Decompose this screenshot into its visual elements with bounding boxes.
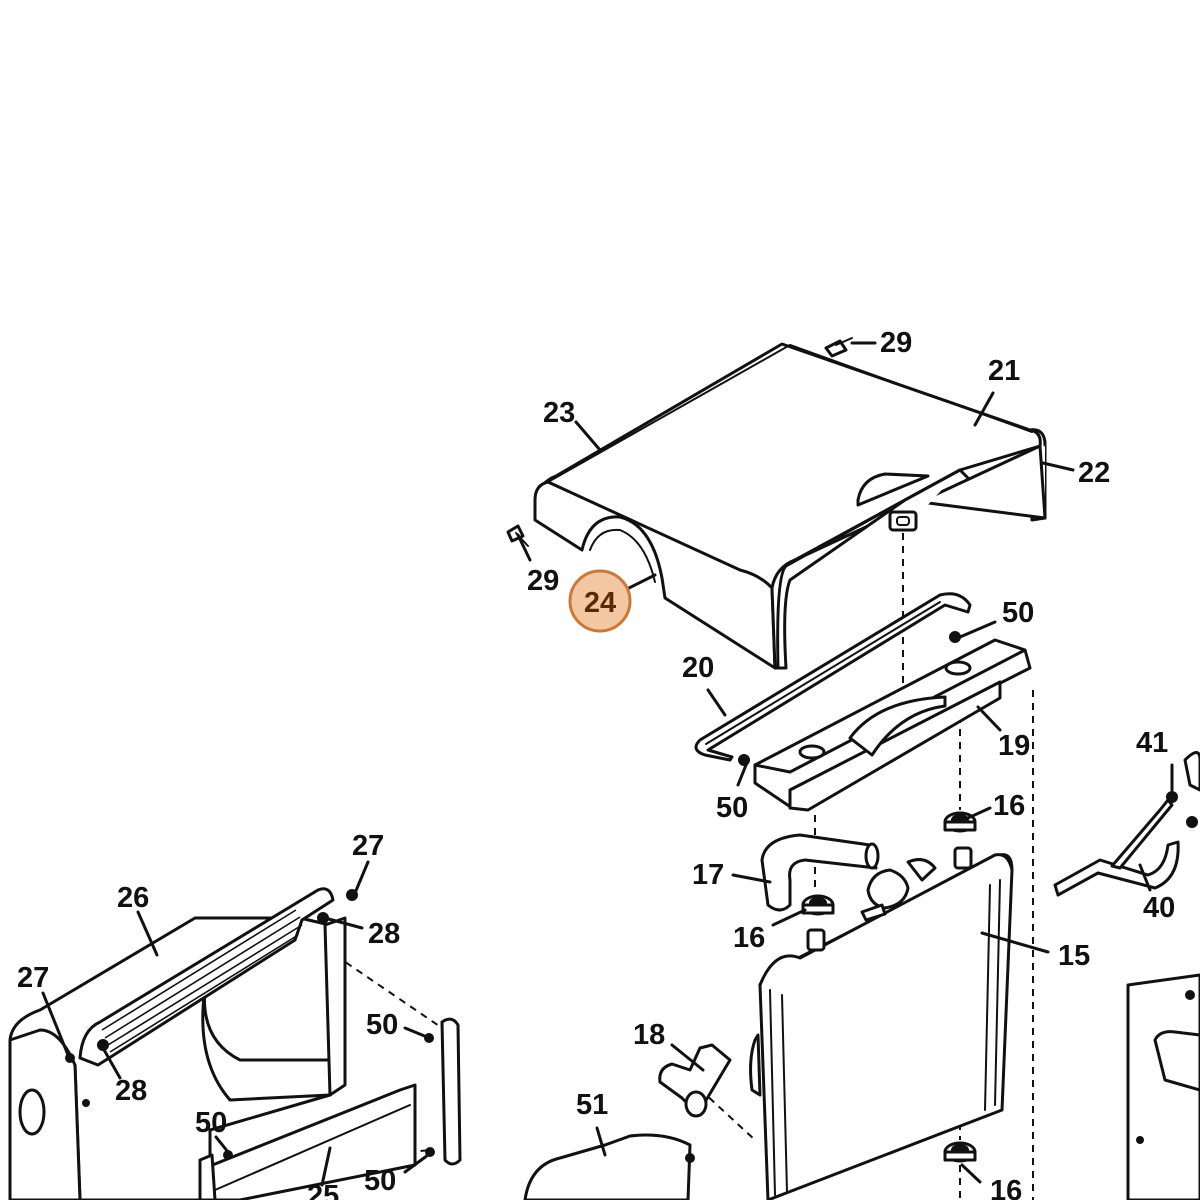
- callout-16: 16: [993, 790, 1025, 822]
- leader-lines: [41, 341, 1174, 1187]
- callout-27: 27: [352, 830, 384, 862]
- callout-51: 51: [576, 1089, 608, 1121]
- callout-41: 41: [1136, 727, 1168, 759]
- bolt-icon: [824, 337, 853, 358]
- callout-27: 27: [17, 962, 49, 994]
- left-assembly: [8, 887, 462, 1200]
- callout-50: 50: [195, 1107, 227, 1139]
- callout-18: 18: [633, 1019, 665, 1051]
- callout-23: 23: [543, 397, 575, 429]
- callout-16: 16: [733, 922, 765, 954]
- callout-15: 15: [1058, 940, 1090, 972]
- callout-20: 20: [682, 652, 714, 684]
- bracket-assembly: [694, 592, 1032, 812]
- callout-22: 22: [1078, 457, 1110, 489]
- highlight-circle[interactable]: [568, 569, 632, 633]
- hose-18: [658, 1043, 732, 1118]
- callout-labels: 29 21 23 22 29 50 20 19 50 41 16 17 16 4…: [17, 327, 1175, 1200]
- callout-50: 50: [364, 1165, 396, 1197]
- callout-17: 17: [692, 859, 724, 891]
- part-51: [523, 1133, 695, 1200]
- callout-16: 16: [990, 1175, 1022, 1200]
- hose-17: [760, 833, 880, 912]
- callout-26: 26: [117, 882, 149, 914]
- callout-28: 28: [115, 1075, 147, 1107]
- callout-28: 28: [368, 918, 400, 950]
- right-side-parts: [1053, 751, 1200, 1200]
- callout-29: 29: [527, 565, 559, 597]
- callout-25: 25: [307, 1180, 339, 1200]
- grommet-icon: [801, 894, 835, 916]
- callout-50: 50: [366, 1009, 398, 1041]
- callout-40: 40: [1143, 892, 1175, 924]
- callout-21: 21: [988, 355, 1020, 387]
- callout-29: 29: [880, 327, 912, 359]
- radiator-shroud: [506, 337, 1047, 670]
- highlighted-callout-24[interactable]: 24: [568, 569, 632, 633]
- grommet-icon: [943, 1141, 977, 1163]
- radiator: [749, 846, 1014, 1200]
- callout-50: 50: [716, 792, 748, 824]
- callout-24[interactable]: 24: [584, 587, 616, 619]
- callout-19: 19: [998, 730, 1030, 762]
- callout-50: 50: [1002, 597, 1034, 629]
